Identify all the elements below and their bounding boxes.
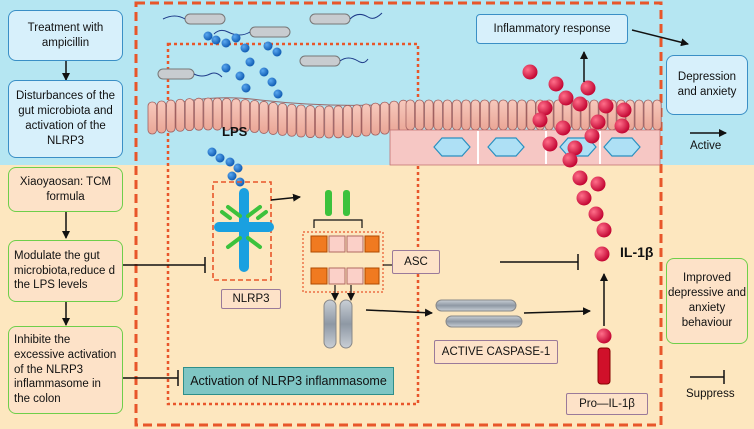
epithelial-cell xyxy=(352,104,362,138)
epithelial-cell xyxy=(147,101,157,135)
epithelial-cell xyxy=(498,99,508,131)
epithelial-cell xyxy=(652,99,662,131)
treatment-box: Treatment with ampicillin xyxy=(8,10,123,61)
inhibit-label: Inhibite the excessive activation of the… xyxy=(14,333,117,406)
depression-box: Depression and anxiety xyxy=(666,55,748,115)
improved-label: Improved depressive and anxiety behaviou… xyxy=(668,272,746,329)
nlrp3-label: NLRP3 xyxy=(232,292,270,305)
epithelial-cell xyxy=(212,97,223,131)
treatment-label: Treatment with ampicillin xyxy=(27,21,104,49)
epithelial-cell xyxy=(342,105,353,138)
legend-suppress-label: Suppress xyxy=(686,388,735,400)
epithelial-cell xyxy=(268,102,278,135)
left-suppress-lines xyxy=(123,257,206,386)
epithelial-cell xyxy=(249,100,260,133)
epithelial-cell xyxy=(277,103,288,136)
epithelial-cell xyxy=(507,99,518,131)
epithelial-cell xyxy=(324,105,334,139)
epithelial-cell xyxy=(194,97,204,131)
epithelial-cell xyxy=(296,104,306,138)
pro-il1b-label: Pro—IL-1β xyxy=(579,397,635,410)
nlrp3-label-box: NLRP3 xyxy=(221,289,281,309)
epithelial-cell xyxy=(424,99,434,131)
improved-box: Improved depressive and anxiety behaviou… xyxy=(666,258,748,344)
epithelial-cell xyxy=(433,99,443,131)
epithelial-cell xyxy=(370,102,381,136)
epithelial-cell xyxy=(461,99,471,131)
asc-label: ASC xyxy=(404,255,428,268)
xiaoyaosan-label: Xiaoyaosan: TCM formula xyxy=(19,175,112,203)
epithelial-cell xyxy=(380,101,390,135)
epithelial-cell xyxy=(333,105,343,139)
active-caspase-label: ACTIVE CASPASE-1 xyxy=(441,345,551,358)
epithelium-layer xyxy=(147,97,662,166)
inhibit-box: Inhibite the excessive activation of the… xyxy=(8,326,123,414)
depression-label: Depression and anxiety xyxy=(677,71,737,98)
epithelial-cell xyxy=(470,99,481,131)
epithelial-cell xyxy=(361,103,371,137)
epithelial-cell xyxy=(166,99,176,133)
pro-il1b-cylinder xyxy=(597,347,611,385)
epithelial-cell xyxy=(526,99,536,131)
disturbances-box: Disturbances of the gut microbiota and a… xyxy=(8,80,123,158)
active-caspase-box: ACTIVE CASPASE-1 xyxy=(434,340,558,364)
xiaoyaosan-box: Xiaoyaosan: TCM formula xyxy=(8,167,123,212)
lps-label: LPS xyxy=(222,124,248,139)
il1b-dots xyxy=(522,64,632,344)
epithelial-cell xyxy=(259,101,269,134)
asc-suppress-line xyxy=(500,254,579,270)
il1b-label: IL-1β xyxy=(620,244,654,260)
asc-dotted-box xyxy=(302,231,384,293)
asc-label-box: ASC xyxy=(392,250,440,274)
epithelial-cell xyxy=(287,103,297,137)
epithelial-cell xyxy=(175,98,185,132)
epithelial-cell xyxy=(184,98,195,132)
epithelial-cell xyxy=(231,98,241,132)
nlrp3-structure xyxy=(214,188,274,272)
epithelial-cell xyxy=(517,99,527,131)
pro-il1b-box: Pro—IL-1β xyxy=(566,393,648,415)
active-caspase-shape xyxy=(435,299,523,328)
bacteria-group xyxy=(157,12,383,80)
green-receptor xyxy=(313,190,363,228)
inflammatory-label: Inflammatory response xyxy=(493,22,611,35)
to-caspase-arrow xyxy=(365,308,433,317)
inner-dotted-frame xyxy=(166,42,420,406)
epithelial-cell xyxy=(221,97,232,131)
epithelial-cell xyxy=(452,99,462,131)
epithelial-cell xyxy=(479,99,490,131)
activation-box: Activation of NLRP3 inflammasome xyxy=(183,367,394,395)
epithelial-cell xyxy=(240,99,250,133)
epithelial-cell xyxy=(203,97,213,131)
legend-suppress-line xyxy=(690,370,725,384)
asc-complex xyxy=(310,235,380,349)
legend-active-label: Active xyxy=(690,140,722,152)
epithelial-cell xyxy=(314,105,325,139)
epithelial-cell xyxy=(634,99,644,131)
epithelial-cell xyxy=(489,99,499,131)
epithelial-cell xyxy=(414,99,425,131)
epithelial-cell xyxy=(643,99,653,131)
activation-label: Activation of NLRP3 inflammasome xyxy=(190,373,387,388)
lps-dots xyxy=(203,31,283,187)
disturbances-label: Disturbances of the gut microbiota and a… xyxy=(15,90,116,147)
epithelial-cell xyxy=(442,99,453,131)
inflammatory-box: Inflammatory response xyxy=(476,14,628,44)
epithelial-cell xyxy=(156,100,167,134)
modulate-label: Modulate the gut microbiota,reduce d the… xyxy=(14,249,115,292)
outer-dashed-frame xyxy=(134,1,663,427)
epithelial-cell xyxy=(389,100,399,134)
epithelial-cell xyxy=(305,105,316,138)
epithelial-cell xyxy=(405,99,415,131)
modulate-box: Modulate the gut microbiota,reduce d the… xyxy=(8,240,123,302)
